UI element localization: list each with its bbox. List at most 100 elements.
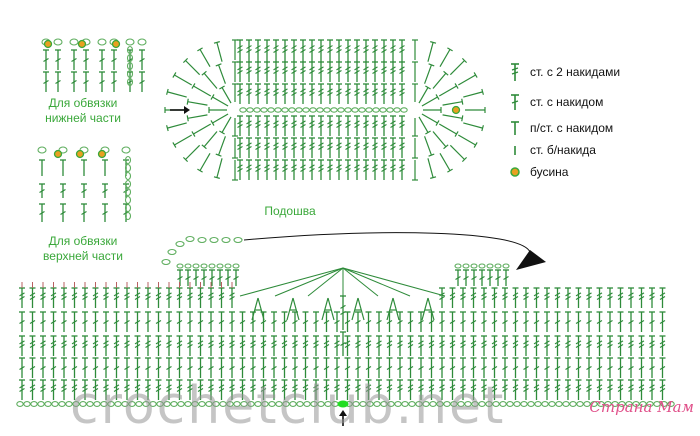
stitch-symbol <box>596 287 603 308</box>
chain-stitch <box>323 107 331 113</box>
stitch-symbol <box>50 335 57 356</box>
stitch-symbol <box>71 335 78 356</box>
brand-logo: Страна Мам <box>589 398 694 416</box>
stitch-symbol <box>172 72 177 78</box>
stitch-symbol <box>218 136 226 156</box>
stitch-symbol <box>155 311 162 332</box>
chain-stitch <box>462 263 470 269</box>
stitch-symbol <box>174 134 192 146</box>
stitch-symbol <box>327 83 333 104</box>
stitch-symbol <box>321 297 329 321</box>
stitch-symbol <box>145 357 151 378</box>
stitch-symbol <box>628 335 634 356</box>
stitch-symbol <box>92 379 99 400</box>
stitch-symbol <box>40 287 46 308</box>
chain-stitch <box>192 263 200 269</box>
stitch-symbol <box>386 357 393 378</box>
stitch-symbol <box>225 269 231 286</box>
legend-label: ст. с 2 накидами <box>530 65 621 79</box>
stitch-symbol <box>185 144 201 160</box>
chain-stitch <box>246 107 254 113</box>
stitch-symbol <box>659 311 666 332</box>
stitch-symbol <box>246 61 252 82</box>
stitch-symbol <box>273 159 279 180</box>
stitch-symbol <box>134 287 141 308</box>
stitch-symbol <box>257 297 265 321</box>
stitch-symbol <box>92 287 99 308</box>
stitch-symbol <box>313 335 319 356</box>
stitch-symbol <box>454 83 459 89</box>
chain-stitch <box>37 401 45 407</box>
stitch-symbol <box>596 311 603 332</box>
stitch-symbol <box>300 61 306 82</box>
chain-stitch <box>209 236 219 244</box>
stitch-symbol <box>596 335 603 356</box>
stitch-symbol <box>61 379 67 400</box>
stitch-symbol <box>439 153 451 171</box>
stitch-symbol <box>659 287 666 308</box>
stitch-symbol <box>237 83 243 104</box>
stitch-symbol <box>354 83 360 104</box>
stitch-symbol <box>523 357 529 378</box>
stitch-symbol <box>418 379 424 400</box>
stitch-symbol <box>201 70 207 76</box>
stitch-symbol <box>219 85 225 90</box>
stitch-symbol <box>187 335 193 356</box>
stitch-symbol <box>386 311 393 332</box>
fan-line <box>342 267 379 297</box>
stitch-symbol <box>454 131 459 137</box>
stitch-symbol <box>83 71 89 92</box>
stitch-symbol <box>381 159 387 180</box>
stitch-symbol <box>176 311 183 332</box>
stitch-symbol <box>376 379 382 400</box>
stitch-symbol <box>229 311 235 332</box>
chain-stitch <box>124 155 132 165</box>
stitch-symbol <box>512 287 519 308</box>
stitch-symbol <box>386 297 394 321</box>
chain-stitch <box>317 401 325 407</box>
chain-stitch <box>177 401 185 407</box>
chain-stitch <box>618 401 626 407</box>
stitch-symbol <box>354 39 360 62</box>
stitch-symbol <box>103 379 109 400</box>
stitch-symbol <box>309 61 315 82</box>
chain-stitch <box>124 187 132 197</box>
chain-stitch <box>58 401 66 407</box>
stitch-symbol <box>102 183 108 198</box>
chain-stitch <box>646 401 654 407</box>
chain-stitch <box>464 401 472 407</box>
chain-stitch <box>337 107 345 113</box>
stitch-symbol <box>237 137 243 158</box>
stitch-symbol <box>292 379 298 400</box>
stitch-symbol <box>438 123 457 135</box>
stitch-symbol <box>345 83 351 104</box>
chain-stitch <box>149 401 157 407</box>
stitch-symbol <box>318 115 324 136</box>
stitch-symbol <box>273 83 279 104</box>
stitch-symbol <box>458 134 476 146</box>
stitch-symbol <box>300 83 306 104</box>
chain-stitch <box>176 263 184 269</box>
chain-stitch <box>161 258 171 266</box>
stitch-symbol <box>208 335 214 356</box>
chain-stitch <box>268 401 276 407</box>
stitch-symbol <box>544 335 550 356</box>
stitch-symbol <box>155 379 162 400</box>
stitch-symbol <box>554 287 561 308</box>
stitch-symbol <box>134 311 141 332</box>
stitch-symbol <box>292 357 298 378</box>
fan-line <box>342 267 446 297</box>
bead-icon <box>97 149 107 159</box>
stitch-symbol <box>428 153 435 157</box>
stitch-symbol <box>271 335 277 356</box>
stitch-symbol <box>50 311 57 332</box>
stitch-symbol <box>575 311 582 332</box>
watermark: crochetclub.net <box>70 376 506 436</box>
chain-stitch <box>309 107 317 113</box>
stitch-symbol <box>212 113 229 124</box>
stitch-symbol <box>139 49 145 70</box>
stitch-symbol <box>449 60 465 76</box>
stitch-symbol <box>166 379 172 400</box>
stitch-symbol <box>390 61 396 82</box>
stitch-symbol <box>218 311 225 332</box>
